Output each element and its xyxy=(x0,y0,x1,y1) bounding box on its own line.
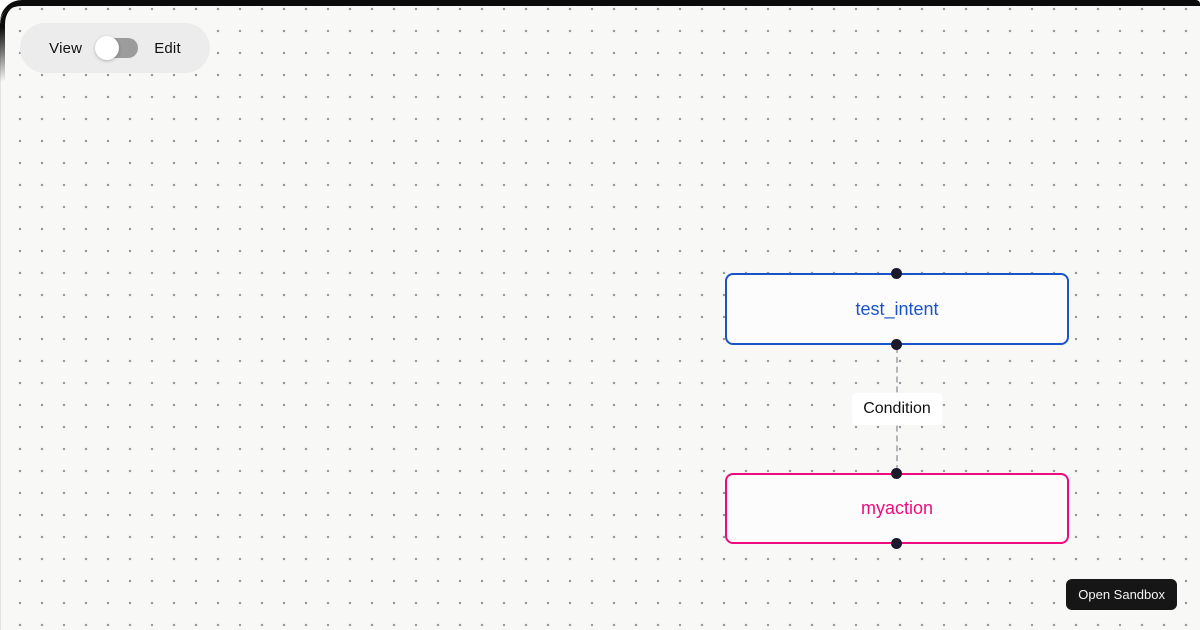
mode-toggle-pill: View Edit xyxy=(20,23,210,73)
edge-label: Condition xyxy=(852,393,942,425)
open-sandbox-button[interactable]: Open Sandbox xyxy=(1066,579,1177,610)
node-myaction[interactable]: myaction xyxy=(725,468,1069,549)
toggle-knob[interactable] xyxy=(95,36,120,60)
node-test-intent[interactable]: test_intent xyxy=(725,268,1069,350)
view-mode-label: View xyxy=(49,39,83,57)
view-edit-toggle[interactable] xyxy=(95,36,139,60)
flow-canvas[interactable]: Condition test_intent myaction xyxy=(0,6,1200,630)
edit-mode-label: Edit xyxy=(154,39,181,57)
node-myaction-target-handle[interactable] xyxy=(891,468,902,479)
node-test-intent-target-handle[interactable] xyxy=(891,268,902,279)
node-test-intent-label: test_intent xyxy=(855,298,939,319)
node-myaction-label: myaction xyxy=(860,498,934,518)
node-myaction-source-handle[interactable] xyxy=(891,538,902,549)
node-test-intent-source-handle[interactable] xyxy=(891,339,902,350)
